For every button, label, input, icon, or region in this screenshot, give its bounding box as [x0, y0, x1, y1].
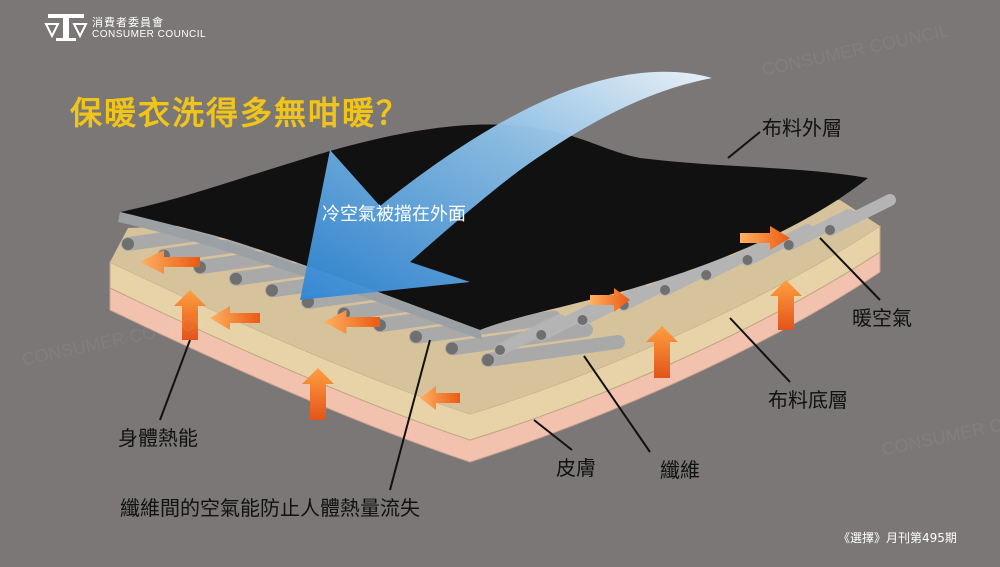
heat-arrow [770, 280, 802, 330]
fiber-end [742, 255, 753, 265]
heat-arrow [590, 288, 630, 312]
heat-arrow [174, 290, 206, 340]
leader-inner-fabric [729, 317, 791, 383]
heat-arrow [302, 368, 334, 420]
fiber-rod [824, 194, 896, 236]
page-title: 保暖衣洗得多無咁暖？ [70, 94, 411, 132]
leader-trapped-air [389, 339, 431, 491]
heat-arrow [324, 310, 380, 334]
fiber-end [825, 225, 835, 235]
fiber-end [410, 330, 422, 343]
logo-name-en: CONSUMER COUNCIL [92, 29, 207, 40]
body-heat-label: 身體熱能 [118, 426, 198, 450]
fiber-end [495, 345, 505, 355]
skin-label: 皮膚 [556, 456, 596, 480]
fiber-end [482, 354, 494, 366]
fiber-end [577, 315, 588, 325]
logo-name-zh: 消費者委員會 [92, 16, 164, 29]
warm-air-label: 暖空氣 [852, 306, 912, 330]
fiber-end [783, 240, 794, 250]
fiber-end [660, 285, 670, 295]
heat-arrow [210, 306, 260, 330]
cold-air-label: 冷空氣被擋在外面 [322, 204, 466, 225]
fibers-label: 纖維 [660, 458, 700, 482]
leader-warm-air [819, 237, 881, 301]
fiber-end [701, 270, 712, 280]
leader-outer-fabric [727, 131, 761, 159]
leader-skin [533, 419, 573, 451]
outer-fabric-label: 布料外層 [762, 116, 842, 140]
fiber-end [230, 272, 242, 285]
heat-arrow [646, 326, 678, 378]
fiber-rod [481, 335, 625, 367]
fiber-end [536, 330, 547, 340]
leader-fibers [583, 355, 651, 453]
heat-arrows-group [140, 226, 802, 420]
outer-fabric-edge [118, 212, 482, 340]
heat-arrow [420, 386, 460, 410]
fiber-end [266, 284, 278, 297]
trapped-air-label: 纖維間的空氣能防止人體熱量流失 [120, 496, 420, 520]
source-credit: 《選擇》月刊第495期 [838, 531, 957, 545]
fiber-end [446, 342, 458, 355]
leader-body-heat [159, 339, 191, 421]
fiber-end [122, 238, 134, 250]
inner-fabric-label: 布料底層 [768, 388, 848, 412]
consumer-council-logo [44, 14, 88, 41]
outer-fabric-layer [120, 124, 868, 331]
heat-arrow [140, 250, 200, 274]
heat-arrow [740, 226, 790, 250]
cold-air-arrow [300, 71, 712, 300]
